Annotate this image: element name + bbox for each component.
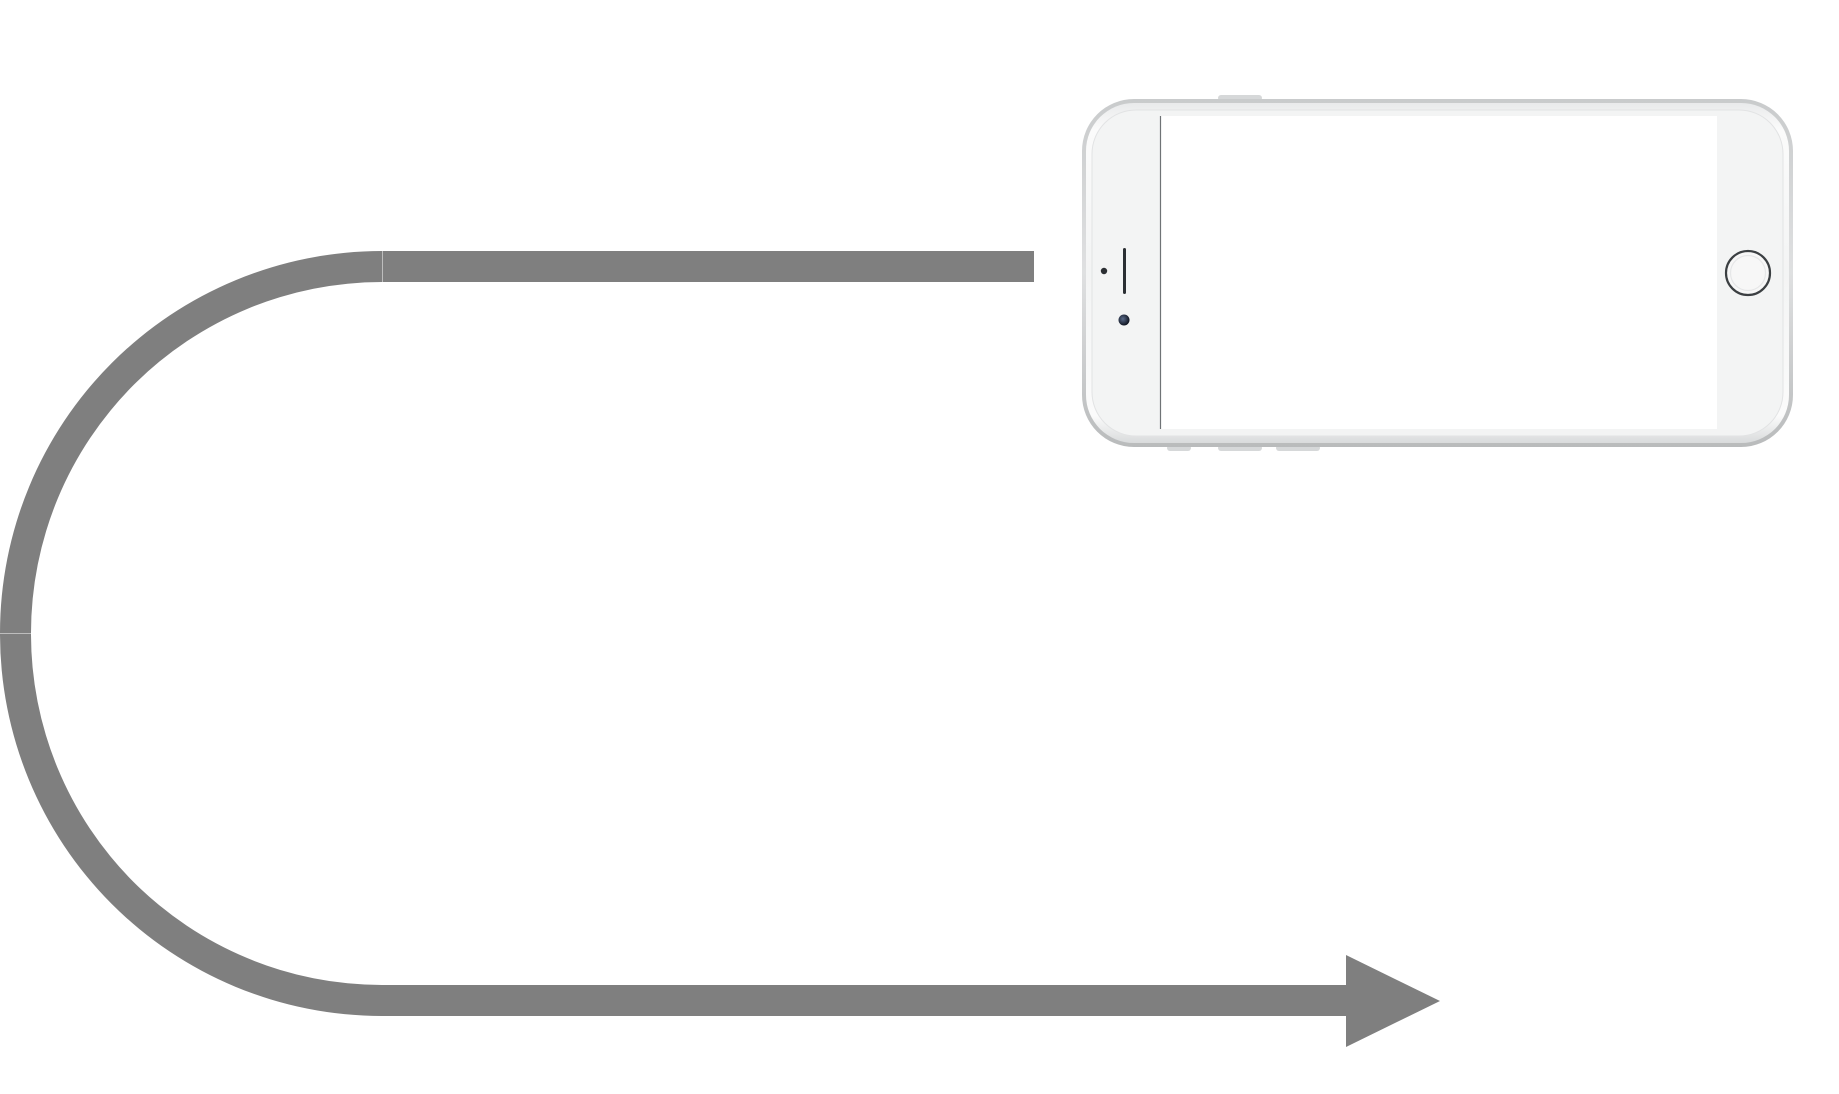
home-button-inner — [1729, 254, 1767, 292]
u-turn-arrow-icon — [0, 251, 1440, 1047]
arrow-top-segment — [382, 251, 1034, 282]
proximity-sensor-icon — [1100, 267, 1108, 275]
earpiece-speaker-icon — [1123, 248, 1126, 294]
arrow-head — [1346, 955, 1440, 1047]
arrow-lower-arc — [0, 633, 382, 1016]
arrow-bottom-segment — [382, 985, 1347, 1016]
home-button-icon — [1724, 249, 1772, 297]
phone-screen — [1160, 116, 1717, 429]
arrow-upper-arc — [0, 251, 382, 633]
iphone-landscape-icon — [1082, 95, 1793, 451]
front-camera-icon — [1118, 314, 1130, 326]
